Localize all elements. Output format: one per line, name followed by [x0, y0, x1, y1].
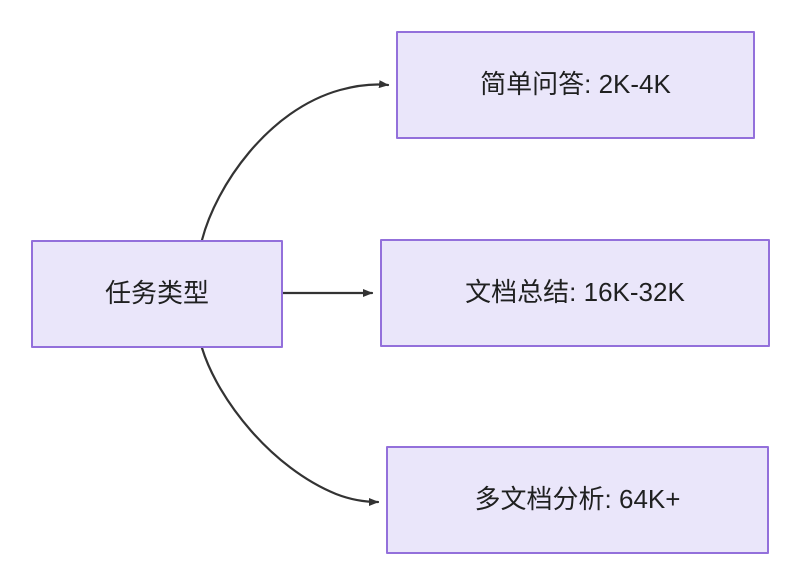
- node-simple-qa[interactable]: 简单问答: 2K-4K: [396, 31, 755, 139]
- node-doc-summary[interactable]: 文档总结: 16K-32K: [380, 239, 770, 347]
- edge-source-to-multi: [200, 346, 380, 506]
- node-label: 简单问答: 2K-4K: [480, 69, 671, 100]
- node-task-type[interactable]: 任务类型: [31, 240, 283, 348]
- node-label: 多文档分析: 64K+: [474, 484, 681, 515]
- edge-source-to-simple: [200, 80, 390, 242]
- node-label: 任务类型: [104, 278, 209, 309]
- node-label: 文档总结: 16K-32K: [465, 277, 685, 308]
- node-multi-doc-analysis[interactable]: 多文档分析: 64K+: [386, 446, 769, 554]
